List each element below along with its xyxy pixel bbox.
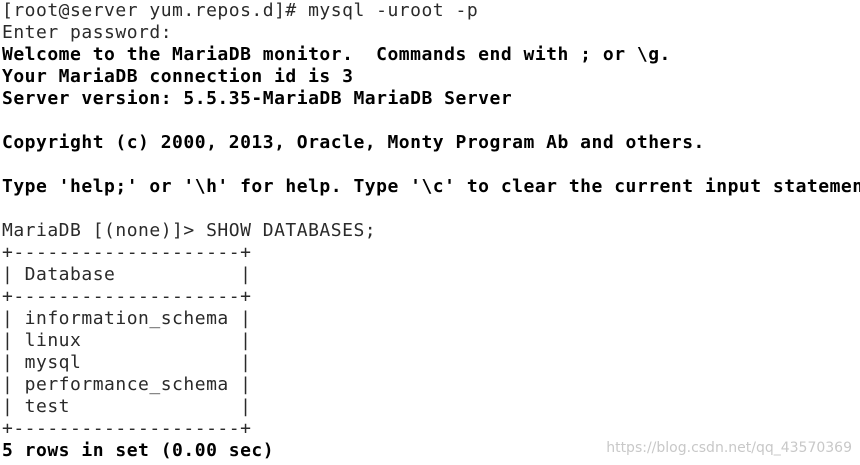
table-row: | information_schema |: [2, 308, 252, 329]
table-header-row: | Database |: [2, 264, 252, 285]
table-row: | test |: [2, 396, 252, 417]
copyright-line: Copyright (c) 2000, 2013, Oracle, Monty …: [2, 132, 705, 153]
password-prompt-line: Enter password:: [2, 22, 173, 43]
table-border-top: +--------------------+: [2, 242, 252, 263]
mariadb-command-line: MariaDB [(none)]> SHOW DATABASES;: [2, 220, 377, 241]
blank-line: [2, 198, 860, 220]
welcome-message-line: Welcome to the MariaDB monitor. Commands…: [2, 44, 671, 65]
table-row: | performance_schema |: [2, 374, 252, 395]
watermark-text: https://blog.csdn.net/qq_43570369: [606, 440, 852, 456]
table-row: | linux |: [2, 330, 252, 351]
blank-line: [2, 110, 860, 132]
table-row: | mysql |: [2, 352, 252, 373]
result-summary-line: 5 rows in set (0.00 sec): [2, 440, 275, 461]
blank-line: [2, 154, 860, 176]
help-hint-line: Type 'help;' or '\h' for help. Type '\c'…: [2, 176, 860, 197]
connection-id-line: Your MariaDB connection id is 3: [2, 66, 354, 87]
table-border-bottom: +--------------------+: [2, 418, 252, 439]
shell-prompt-line: [root@server yum.repos.d]# mysql -uroot …: [2, 0, 479, 21]
server-version-line: Server version: 5.5.35-MariaDB MariaDB S…: [2, 88, 513, 109]
table-border-header: +--------------------+: [2, 286, 252, 307]
